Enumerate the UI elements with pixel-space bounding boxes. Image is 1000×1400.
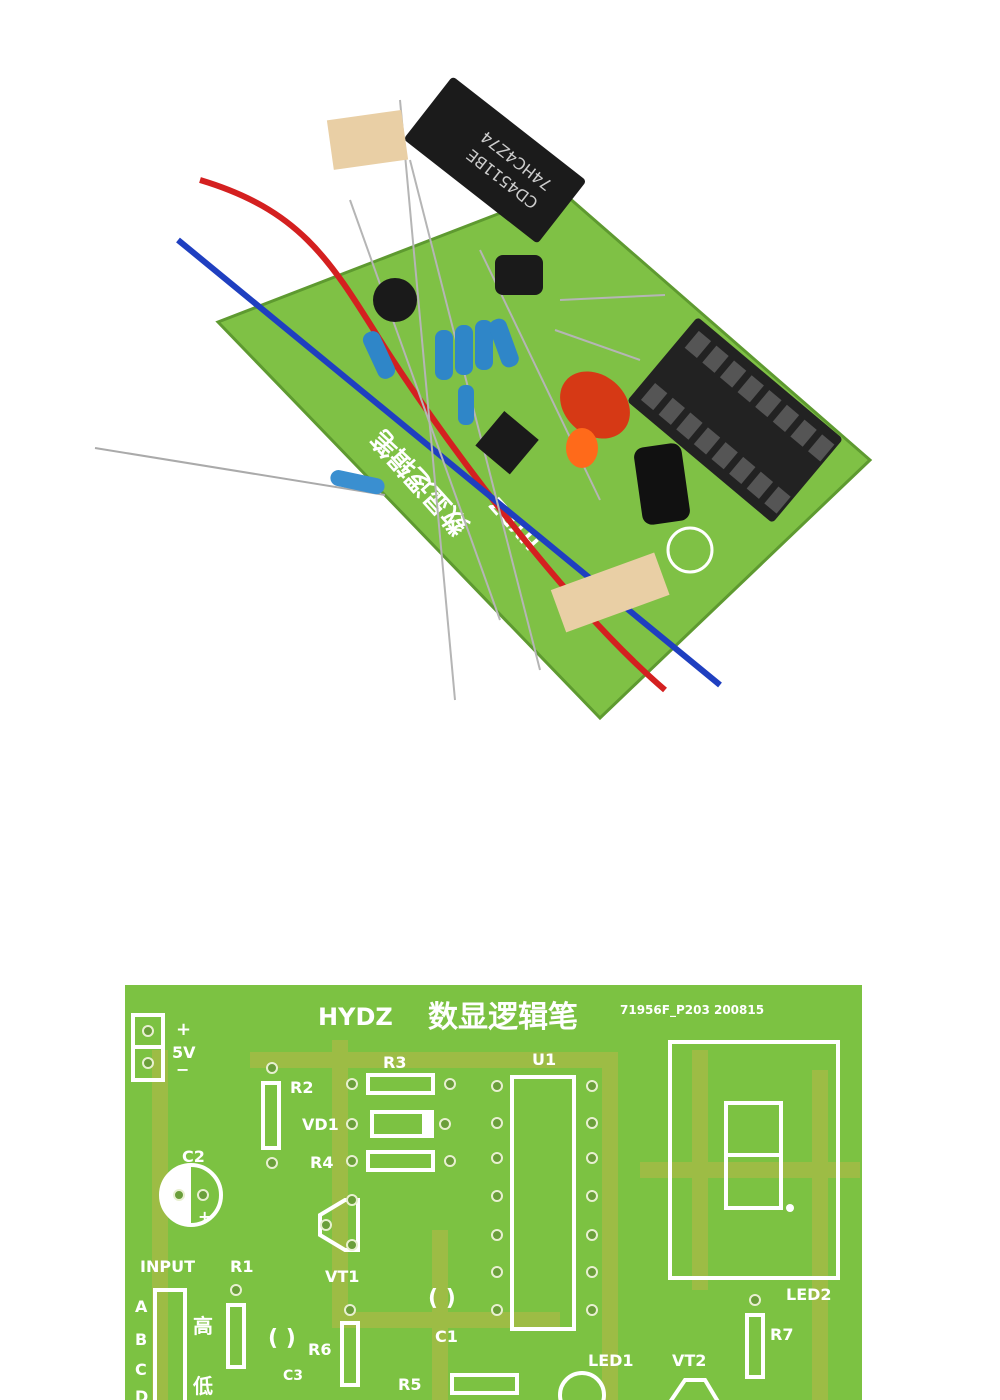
svg-text:71956F_P203 200815: 71956F_P203 200815 — [427, 623, 516, 720]
blue-wire — [176, 237, 722, 688]
r1-label: R1 — [230, 1257, 253, 1276]
led-capacitor — [566, 428, 598, 468]
power-minus: − — [176, 1060, 189, 1079]
r6-label: R6 — [308, 1340, 331, 1359]
power-voltage: 5V — [172, 1043, 196, 1062]
ceramic-capacitor — [326, 109, 409, 170]
electrolytic-capacitor — [634, 443, 690, 525]
r2-label: R2 — [290, 1078, 313, 1097]
input-b: B — [135, 1330, 147, 1349]
pin-header — [475, 411, 539, 475]
brand-label: HYDZ — [318, 1003, 393, 1031]
vd1-label: VD1 — [302, 1115, 339, 1134]
low-label: 低 — [192, 1374, 213, 1398]
resistor-lead — [94, 447, 386, 496]
u1-label: U1 — [532, 1050, 556, 1069]
resistors — [362, 318, 519, 425]
c2-footprint — [666, 526, 714, 574]
r7-label: R7 — [770, 1325, 793, 1344]
input-c: C — [135, 1360, 147, 1379]
c1-outline: ( ) — [428, 1286, 456, 1311]
led1-label: LED1 — [588, 1351, 634, 1370]
r3-label: R3 — [383, 1053, 406, 1072]
input-a: A — [135, 1297, 148, 1316]
vt1-label: VT1 — [325, 1267, 359, 1286]
pcb-board-angled — [215, 188, 873, 721]
ic-socket — [628, 318, 842, 522]
c3-label: C3 — [283, 1368, 303, 1384]
pcb-board — [125, 985, 862, 1400]
code-label: 71956F_P203 200815 — [620, 1003, 764, 1018]
kit-photo: 数显逻辑笔 HYDZ 71956F_P203 200815 CD4511BE 7… — [94, 77, 873, 721]
c2-label: C2 — [182, 1147, 205, 1166]
c1-label: C1 — [435, 1327, 458, 1346]
ceramic-capacitor-2 — [550, 552, 670, 633]
u1-pads — [491, 1080, 598, 1316]
title-label: 数显逻辑笔 — [428, 1000, 578, 1035]
r5-label: R5 — [398, 1375, 421, 1394]
transistor — [373, 278, 417, 322]
c3-outline: ( ) — [268, 1326, 296, 1351]
power-plus: + — [176, 1019, 191, 1040]
c2-plus: + — [198, 1207, 211, 1226]
copper-traces — [152, 1040, 860, 1400]
high-label: 高 — [193, 1314, 213, 1338]
red-led — [560, 371, 630, 439]
input-d: D — [135, 1387, 148, 1400]
led2-label: LED2 — [786, 1285, 832, 1304]
resistor — [330, 470, 385, 495]
vt2-label: VT2 — [672, 1351, 706, 1370]
input-label: INPUT — [140, 1257, 195, 1276]
transistor-2 — [495, 255, 543, 295]
r4-label: R4 — [310, 1153, 333, 1172]
